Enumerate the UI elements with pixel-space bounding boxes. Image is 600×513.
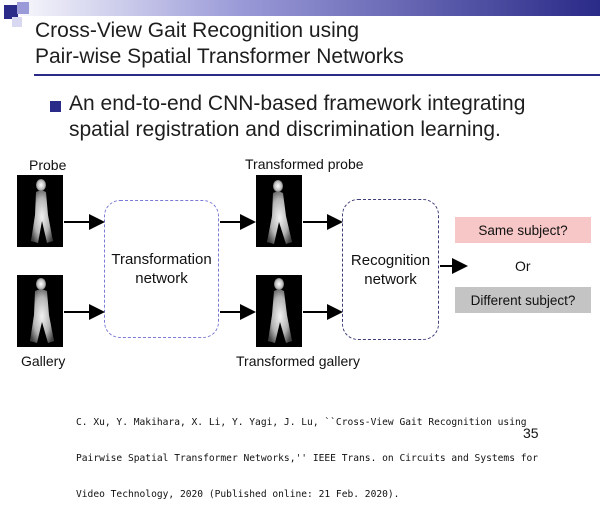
- transformed-probe-label: Transformed probe: [245, 156, 364, 172]
- citation-line-2: Pairwise Spatial Transformer Networks,''…: [76, 453, 539, 464]
- transformation-network-line-1: Transformation: [111, 251, 212, 268]
- bullet-line-1: An end-to-end CNN-based framework integr…: [69, 92, 526, 115]
- recognition-network-line-2: network: [364, 270, 417, 288]
- different-subject-box: Different subject?: [455, 287, 591, 313]
- title-underline: [34, 74, 600, 76]
- transformation-network-box: Transformation network: [104, 200, 219, 338]
- recognition-network-line-1: Recognition: [350, 251, 431, 269]
- header-square-pale: [12, 17, 22, 27]
- recognition-network-box: Recognition network: [342, 199, 439, 340]
- page-number: 35: [523, 425, 539, 441]
- title-line-1: Cross-View Gait Recognition using: [35, 19, 360, 42]
- transformed-gallery-gait-image: [256, 275, 302, 347]
- slide-title: Cross-View Gait Recognition using Pair-w…: [35, 18, 575, 70]
- gallery-gait-image: [17, 275, 63, 347]
- gallery-label: Gallery: [21, 353, 66, 369]
- bullet-line-2: spatial registration and discrimination …: [69, 118, 501, 141]
- header-square-dark: [4, 5, 18, 19]
- same-subject-box: Same subject?: [455, 217, 591, 243]
- citation-line-1: C. Xu, Y. Makihara, X. Li, Y. Yagi, J. L…: [76, 417, 527, 428]
- probe-gait-image: [17, 175, 63, 247]
- transformed-probe-gait-image: [256, 175, 302, 247]
- title-line-2: Pair-wise Spatial Transformer Networks: [35, 45, 404, 68]
- diagram-arrows: [64, 214, 468, 320]
- transformation-network-line-2: network: [135, 270, 188, 287]
- transformed-gallery-label: Transformed gallery: [236, 353, 360, 369]
- or-label: Or: [515, 258, 531, 274]
- bullet-text: An end-to-end CNN-based framework integr…: [69, 91, 589, 143]
- citation: C. Xu, Y. Makihara, X. Li, Y. Yagi, J. L…: [76, 393, 576, 513]
- citation-line-3: Video Technology, 2020 (Published online…: [76, 489, 400, 500]
- bullet-square-icon: [50, 101, 61, 112]
- header-square-light: [17, 2, 29, 14]
- header-gradient-bar: [0, 0, 600, 16]
- probe-label: Probe: [29, 157, 67, 173]
